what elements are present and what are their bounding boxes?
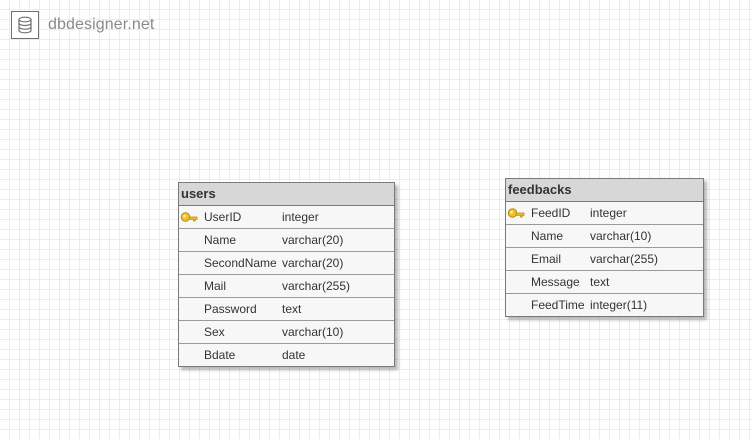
column-name: FeedTime xyxy=(531,298,585,312)
column-name: Email xyxy=(531,252,562,266)
table-title[interactable]: users xyxy=(179,183,394,206)
logo-text: dbdesigner.net xyxy=(48,16,155,33)
column-type: varchar(255) xyxy=(590,252,659,266)
column-type: varchar(10) xyxy=(282,325,344,339)
app-logo[interactable]: dbdesigner.net xyxy=(11,11,154,39)
primary-key-icon xyxy=(180,209,198,225)
column-name: Message xyxy=(531,275,580,289)
table-row[interactable]: Mail varchar(255) xyxy=(179,275,394,298)
table-row[interactable]: FeedID integer xyxy=(506,202,703,225)
column-type: integer xyxy=(590,206,627,220)
table-row[interactable]: FeedTime integer(11) xyxy=(506,294,703,317)
column-name: Name xyxy=(204,233,237,247)
table-row[interactable]: Name varchar(10) xyxy=(506,225,703,248)
column-type: varchar(10) xyxy=(590,229,652,243)
column-type: varchar(20) xyxy=(282,256,344,270)
table-row[interactable]: SecondName varchar(20) xyxy=(179,252,394,275)
column-name: UserID xyxy=(204,210,242,224)
column-name: Password xyxy=(204,302,257,316)
table-row[interactable]: Name varchar(20) xyxy=(179,229,394,252)
column-name: Bdate xyxy=(204,348,236,362)
primary-key-icon xyxy=(507,205,525,221)
table-row[interactable]: Password text xyxy=(179,298,394,321)
column-type: varchar(20) xyxy=(282,233,344,247)
column-name: SecondName xyxy=(204,256,277,270)
column-name: Sex xyxy=(204,325,225,339)
column-type: date xyxy=(282,348,306,362)
column-name: Mail xyxy=(204,279,227,293)
column-type: text xyxy=(282,302,302,316)
table-title[interactable]: feedbacks xyxy=(506,179,703,202)
column-name: Name xyxy=(531,229,564,243)
column-name: FeedID xyxy=(531,206,571,220)
table-row[interactable]: Email varchar(255) xyxy=(506,248,703,271)
table-row[interactable]: Bdate date xyxy=(179,344,394,367)
table-row[interactable]: Message text xyxy=(506,271,703,294)
database-icon xyxy=(11,11,39,39)
column-type: text xyxy=(590,275,610,289)
table-row[interactable]: Sex varchar(10) xyxy=(179,321,394,344)
column-type: varchar(255) xyxy=(282,279,351,293)
column-type: integer(11) xyxy=(590,298,648,312)
column-type: integer xyxy=(282,210,319,224)
table-row[interactable]: UserID integer xyxy=(179,206,394,229)
